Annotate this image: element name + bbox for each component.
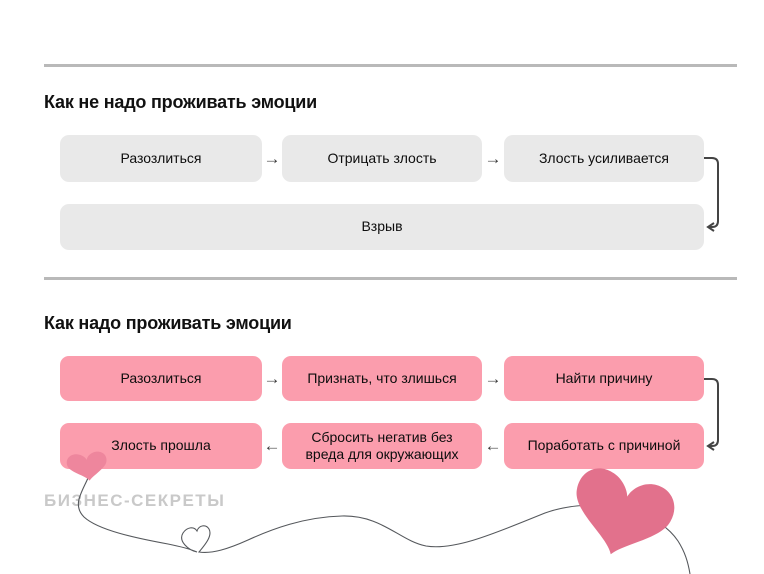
arrow-right-icon: →	[263, 148, 281, 168]
flow-step-deny-anger: Отрицать злость	[282, 135, 482, 182]
flow-step-anger-gone: Злость прошла	[60, 423, 262, 469]
section-good-title: Как надо проживать эмоции	[44, 313, 292, 333]
divider-middle	[44, 277, 737, 280]
flow-step-label: Злость усиливается	[538, 149, 670, 166]
flow-step-label: Найти причину	[555, 369, 653, 386]
flow-step-label: Разозлиться	[120, 149, 202, 166]
flow-step-anger-grows: Злость усиливается	[504, 135, 704, 182]
elbow-connector-icon	[704, 157, 719, 232]
divider-top	[44, 64, 737, 67]
flow-step-admit-anger: Признать, что злишься	[282, 356, 482, 401]
flow-step-label: Разозлиться	[120, 369, 202, 386]
flow-step-find-cause: Найти причину	[504, 356, 704, 401]
flow-step-work-on-cause: Поработать с причиной	[504, 423, 704, 469]
arrow-left-icon: ←	[484, 436, 502, 455]
watermark-biznes-sekrety: БИЗНЕС-СЕКРЕТЫ	[44, 491, 226, 510]
flow-step-get-angry-bad: Разозлиться	[60, 135, 262, 182]
arrow-right-icon: →	[263, 368, 281, 388]
flow-step-label: Поработать с причиной	[527, 437, 681, 454]
arrow-right-icon: →	[484, 368, 502, 388]
heart-big-icon	[576, 468, 675, 555]
flow-step-label: Злость прошла	[111, 437, 211, 454]
flow-step-label: Сбросить негатив без вреда для окружающи…	[305, 428, 459, 463]
flow-step-explosion: Взрыв	[60, 204, 704, 250]
flow-step-release-negativity: Сбросить негатив без вреда для окружающи…	[282, 423, 482, 469]
elbow-connector-icon	[704, 378, 719, 451]
flow-step-get-angry-good: Разозлиться	[60, 356, 262, 401]
flow-step-label: Взрыв	[361, 218, 403, 235]
flow-step-label: Отрицать злость	[327, 149, 437, 166]
flow-step-label: Признать, что злишься	[307, 369, 457, 386]
arrow-left-icon: ←	[263, 436, 281, 455]
section-bad-title: Как не надо проживать эмоции	[44, 92, 317, 112]
arrow-right-icon: →	[484, 148, 502, 168]
